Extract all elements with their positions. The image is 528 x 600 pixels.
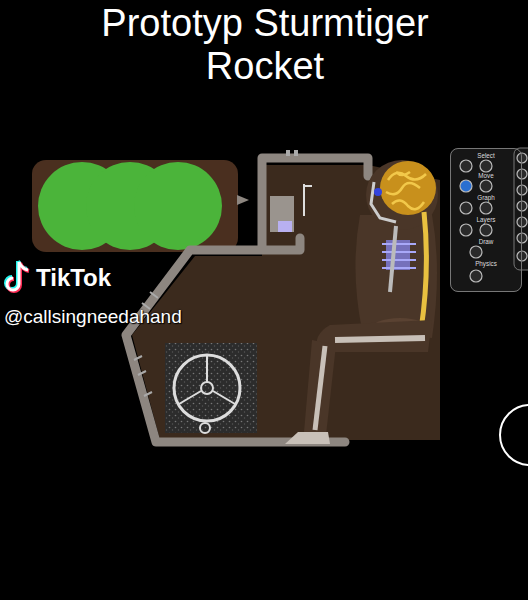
hull-wall <box>126 158 368 442</box>
hull-stud <box>294 150 298 156</box>
foot <box>285 432 330 444</box>
wheel-hub <box>201 382 213 394</box>
shin <box>304 340 336 435</box>
hull-stud <box>286 150 290 156</box>
tool-label: Select <box>451 152 521 160</box>
video-title: Prototyp Sturmtiger Rocket <box>75 2 455 88</box>
ammo-rack <box>32 160 238 252</box>
skull-jaw <box>371 182 396 222</box>
eye <box>374 188 382 196</box>
toolbar-panel: SelectMoveGraphLayersDrawPhysics <box>450 148 522 292</box>
brain-folds <box>386 172 426 209</box>
watermark-brand: TikTok <box>36 264 111 292</box>
tool-label: Layers <box>451 216 521 224</box>
tool-label: Physics <box>451 260 521 268</box>
femur <box>335 338 425 340</box>
wheel-spoke <box>179 356 235 404</box>
rocket-round <box>134 162 222 250</box>
drive-housing <box>165 343 257 433</box>
tiktok-logo <box>7 262 28 290</box>
watermark-handle: @callsingneedahand <box>4 306 182 328</box>
tibia <box>315 346 325 430</box>
wheel-axle <box>200 423 210 433</box>
record-button <box>500 405 528 465</box>
tiktok-logo <box>8 263 29 291</box>
arm-bone <box>390 226 396 292</box>
breech-block <box>270 196 294 232</box>
brain <box>380 161 436 215</box>
tool-label: Graph <box>451 194 521 202</box>
tool-label: Move <box>451 172 521 180</box>
breech-detail <box>278 221 292 232</box>
ribs <box>382 244 416 268</box>
rack-arrow <box>237 195 249 205</box>
loader-rail <box>304 184 312 216</box>
drive-wheel <box>174 355 240 421</box>
side-tool-icons <box>517 153 527 261</box>
toolbar-panel <box>450 148 522 292</box>
side-toolbar <box>514 148 528 270</box>
tool-label: Draw <box>451 238 521 246</box>
spine <box>421 212 426 330</box>
